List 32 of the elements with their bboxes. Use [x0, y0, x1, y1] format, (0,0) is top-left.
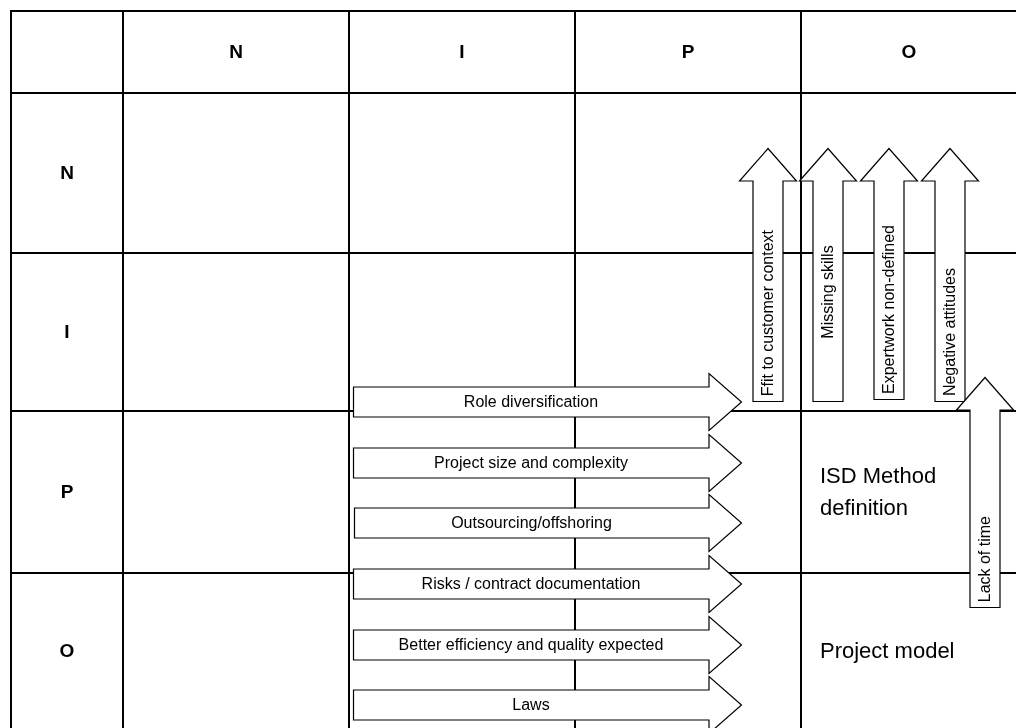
- cell-text: Project model: [820, 637, 956, 666]
- pointed-banner: [921, 148, 979, 402]
- pointed-banner: [799, 148, 857, 402]
- pointed-banner: [956, 377, 1014, 608]
- row-header: P: [60, 481, 74, 503]
- banner-label: Ffit to customer context: [758, 229, 777, 396]
- banner-label: Outsourcing/offshoring: [451, 513, 612, 533]
- banner-label: Better efficiency and quality expected: [398, 635, 664, 655]
- banner-label: Expertwork non-defined: [879, 225, 898, 394]
- pointed-banner: [353, 616, 742, 674]
- pointed-banner: [353, 555, 742, 613]
- banner-label: Lack of time: [975, 515, 994, 602]
- banner-label: Project size and complexity: [434, 453, 628, 473]
- cell-text: ISD Method definition: [820, 462, 938, 522]
- banner-label: Negative attitudes: [940, 267, 959, 396]
- column-header: I: [459, 41, 465, 63]
- row-header: N: [60, 162, 74, 184]
- column-header: N: [229, 41, 243, 63]
- banner-label: Risks / contract documentation: [421, 574, 641, 594]
- row-header: I: [64, 321, 70, 343]
- column-header: P: [681, 41, 695, 63]
- row-header: O: [59, 640, 75, 662]
- banner-label: Laws: [512, 695, 550, 715]
- banner-label: Missing skills: [818, 244, 837, 339]
- banner-label: Role diversification: [463, 392, 599, 412]
- pointed-banner: [354, 494, 742, 552]
- pointed-banner: [860, 148, 918, 400]
- pointed-banner: [353, 373, 742, 431]
- pointed-banner: [353, 676, 742, 728]
- pointed-banner: [739, 148, 797, 402]
- column-header: O: [901, 41, 917, 63]
- pointed-banner: [353, 434, 742, 492]
